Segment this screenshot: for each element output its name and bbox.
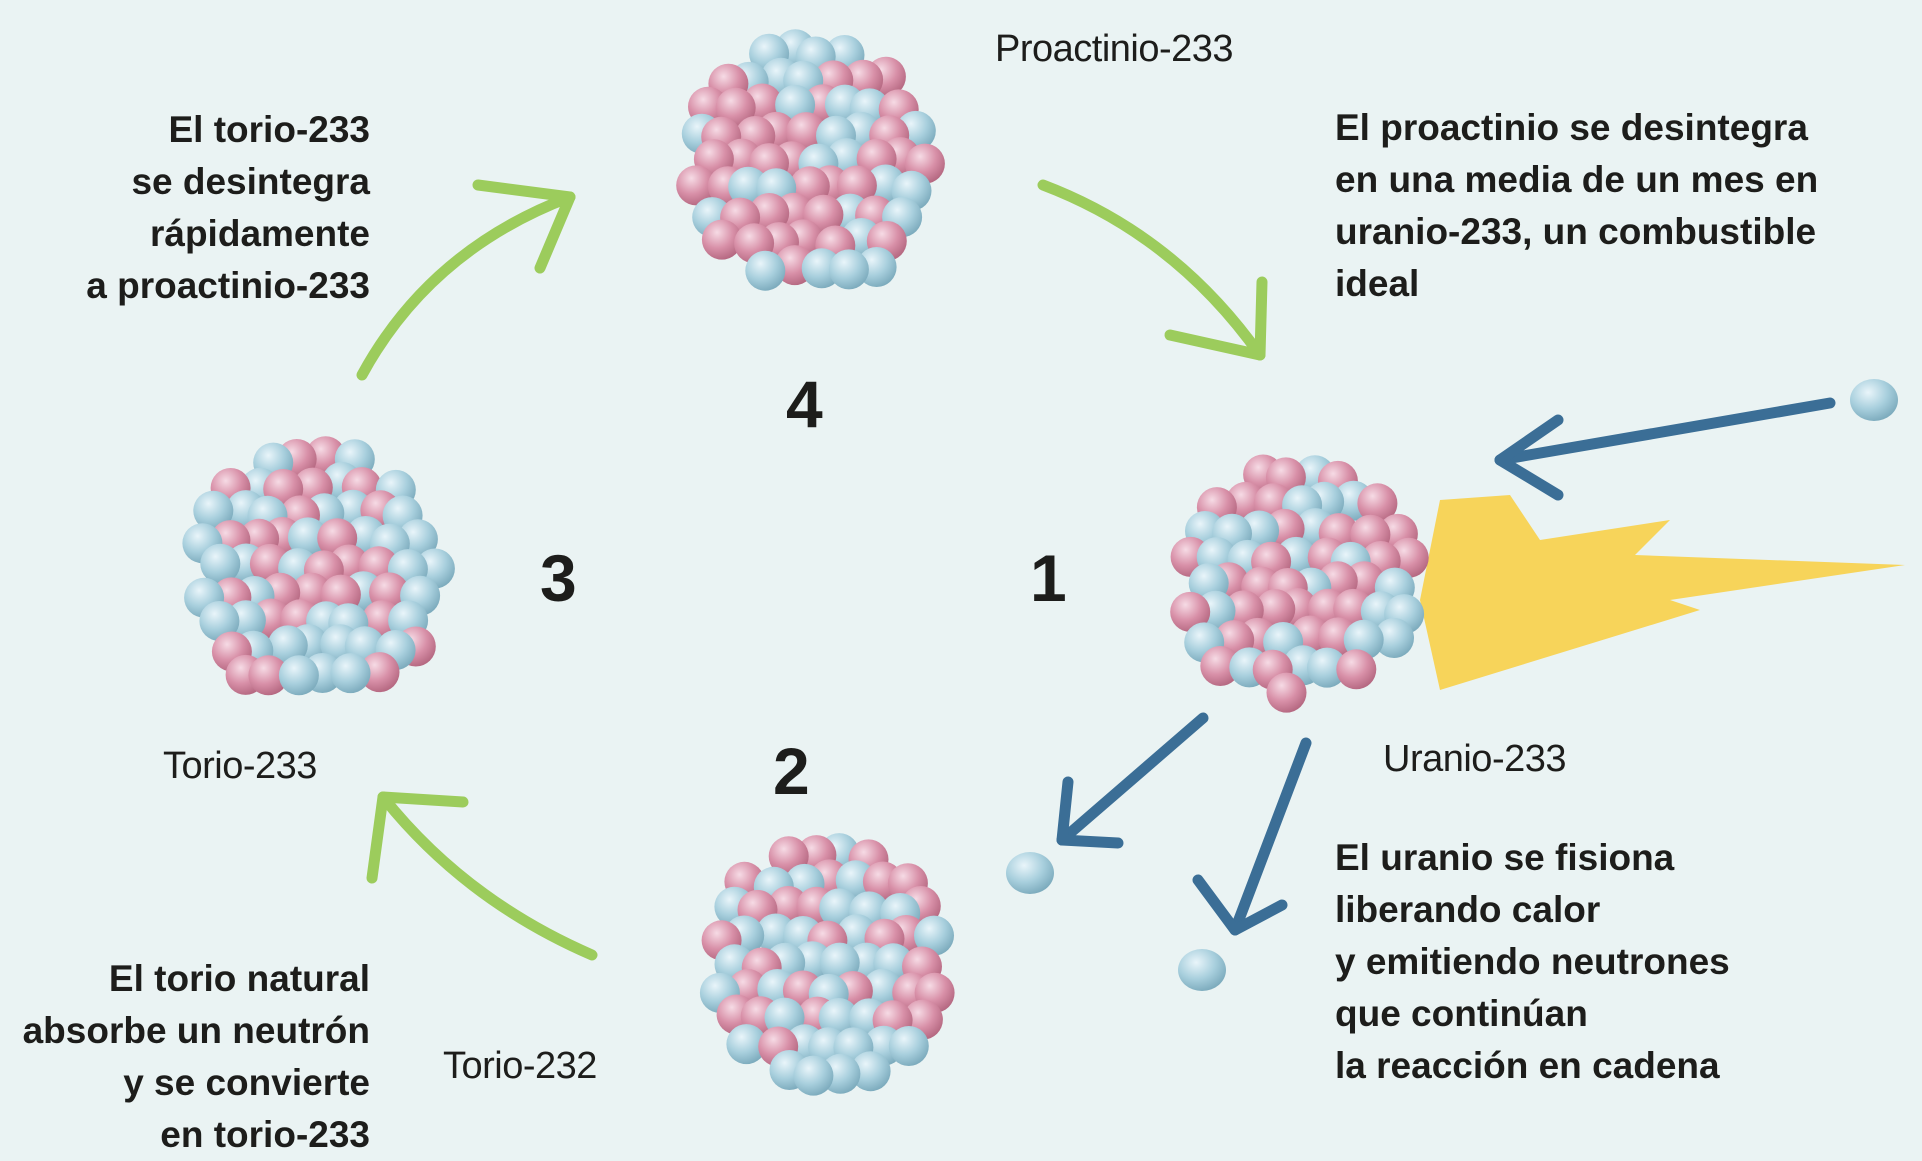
text-line: a proactinio-233 — [86, 265, 370, 306]
step-number-2: 2 — [773, 734, 810, 808]
text-line: El uranio se fisiona — [1335, 837, 1675, 878]
nucleus-proactinio — [676, 29, 945, 291]
text-line: y emitiendo neutrones — [1335, 941, 1730, 982]
arrow-neutron-incoming-icon — [1494, 397, 1836, 501]
free-neutron-icon — [1178, 949, 1226, 991]
text-uranio-fission: El uranio se fisiona liberando calor y e… — [1335, 832, 1730, 1092]
label-torio-233: Torio-233 — [163, 745, 317, 787]
free-neutron-icon — [1850, 379, 1898, 421]
text-line: y se convierte — [123, 1062, 370, 1103]
proton — [676, 165, 717, 206]
neutron — [914, 915, 954, 956]
proton — [701, 219, 742, 260]
text-line: El torio natural — [108, 958, 370, 999]
neutron — [287, 517, 328, 558]
proton — [359, 652, 400, 693]
neutron — [888, 1026, 929, 1066]
proton — [1170, 591, 1211, 632]
neutron — [828, 249, 869, 290]
proton — [248, 655, 289, 696]
arrow-proactinio-to-uranio-icon — [1037, 179, 1268, 361]
step-number-3: 3 — [540, 541, 577, 615]
neutron — [745, 250, 786, 291]
neutron — [278, 655, 319, 696]
neutron — [193, 490, 234, 531]
text-line: liberando calor — [1335, 889, 1601, 930]
neutron — [330, 653, 371, 694]
arrow-torio232-to-torio233-icon — [366, 791, 598, 961]
arrow-neutron-out-down-icon — [1192, 737, 1312, 936]
nucleus-torio233 — [182, 436, 455, 696]
neutron — [726, 1024, 767, 1065]
step-number-4: 4 — [786, 367, 823, 441]
proton — [1266, 672, 1307, 713]
text-line: en una media de un mes en — [1335, 159, 1819, 200]
text-line: rápidamente — [149, 213, 370, 254]
text-line: ideal — [1335, 263, 1420, 304]
label-uranio-233: Uranio-233 — [1383, 738, 1567, 780]
nucleus-torio232 — [699, 833, 955, 1096]
arrow-torio233-to-proactinio-icon — [356, 179, 576, 381]
text-torio-absorb: El torio natural absorbe un neutrón y se… — [23, 953, 370, 1161]
text-line: en torio-233 — [160, 1114, 370, 1155]
nucleus-uranio — [1170, 454, 1429, 713]
neutron — [199, 601, 240, 641]
proton — [1200, 646, 1241, 686]
text-line: El proactinio se desintegra — [1335, 107, 1808, 148]
proton — [1357, 483, 1398, 524]
arrow-neutron-out-left-icon — [1056, 712, 1209, 849]
free-neutron-icon — [1006, 852, 1054, 894]
neutron — [793, 1055, 834, 1096]
text-line: uranio-233, un combustible — [1335, 211, 1817, 252]
text-line: que continúan — [1335, 993, 1588, 1034]
text-line: absorbe un neutrón — [22, 1010, 370, 1051]
neutron — [850, 1051, 891, 1092]
neutron — [1374, 618, 1414, 658]
neutron — [200, 543, 241, 584]
energy-flash-icon — [1420, 495, 1905, 690]
text-torio233-decay: El torio-233 se desintegra rápidamente a… — [86, 104, 370, 312]
label-torio-232: Torio-232 — [443, 1045, 597, 1087]
text-line: El torio-233 — [168, 109, 371, 150]
text-proactinio-decay: El proactinio se desintegra en una media… — [1335, 102, 1818, 310]
proton — [1255, 589, 1296, 630]
text-line: se desintegra — [131, 161, 370, 202]
label-proactinio-233: Proactinio-233 — [995, 28, 1234, 70]
step-number-1: 1 — [1030, 541, 1067, 615]
text-line: la reacción en cadena — [1335, 1045, 1720, 1086]
proton — [1336, 649, 1377, 690]
neutron — [1307, 647, 1347, 688]
